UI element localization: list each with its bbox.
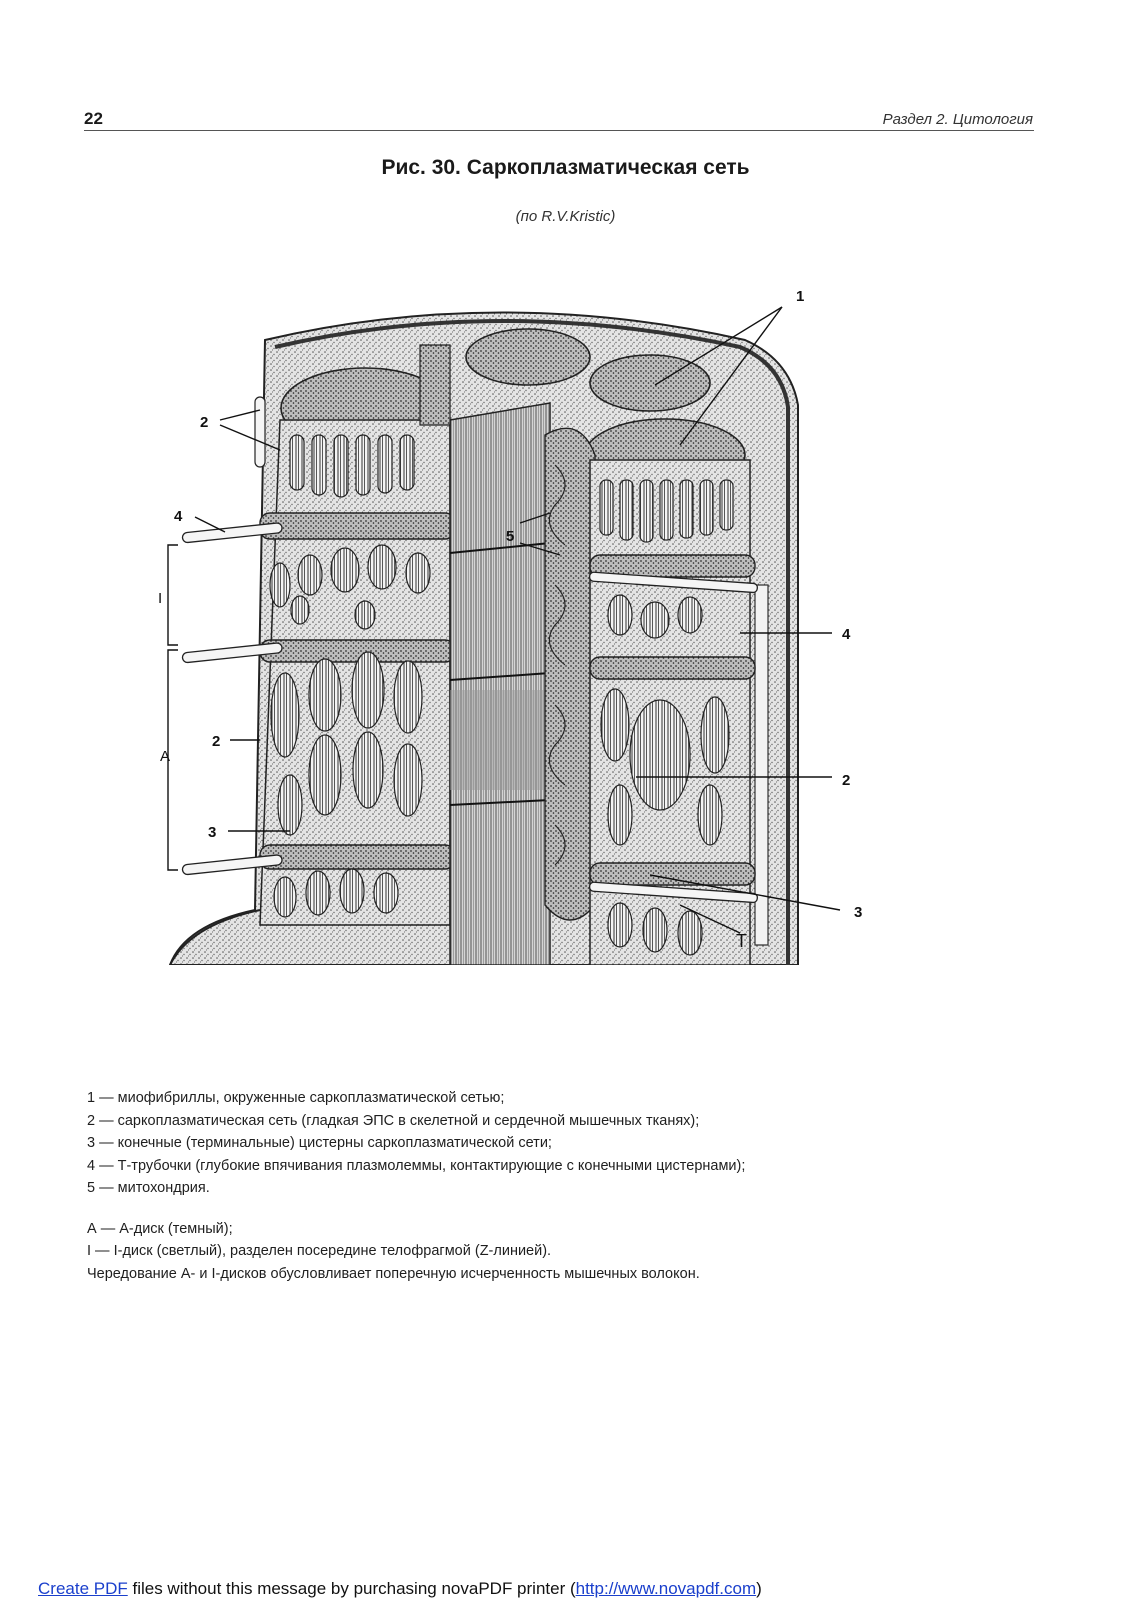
label-2-top: 2 [200,414,208,431]
legend-note: I — I-диск (светлый), разделен посередин… [87,1243,552,1259]
label-4-right: 4 [842,626,851,643]
label-I: I [158,590,162,607]
page-number: 22 [84,109,103,128]
label-4-left: 4 [174,508,183,525]
legend-item: 1 — миофибриллы, окруженные саркоплазмат… [87,1090,505,1106]
legend-item: 4 — Т-трубочки (глубокие впячивания плаз… [87,1157,746,1174]
legend-item: 2 — саркоплазматическая сеть (гладкая ЭП… [87,1112,700,1129]
legend-gap [87,1200,1047,1218]
footer-text-end: ) [756,1579,762,1598]
label-1: 1 [796,288,804,305]
legend-note: Чередование А- и I-дисков обусловливает … [87,1265,700,1282]
label-3-right: 3 [854,904,862,921]
label-2-right: 2 [842,772,850,789]
sarcoplasmic-reticulum-illustration: 1 2 4 5 4 2 2 3 3 A I T [150,285,890,995]
create-pdf-link[interactable]: Create PDF [38,1579,128,1598]
label-2-left: 2 [212,733,220,750]
label-T: T [736,931,747,951]
legend-note: А — А-диск (темный); [87,1220,233,1237]
figure-legend: 1 — миофибриллы, окруженные саркоплазмат… [87,1087,1047,1285]
section-title: Раздел 2. Цитология [882,111,1033,128]
footer-text: files without this message by purchasing… [127,1579,576,1598]
novapdf-url-link[interactable]: http://www.novapdf.com [575,1579,757,1598]
figure-title: Рис. 30. Саркоплазматическая сеть [381,156,750,179]
novapdf-footer: Create PDF files without this message by… [38,1579,762,1599]
label-3-left: 3 [208,824,216,841]
legend-item: 5 — митохондрия. [87,1180,210,1196]
legend-item: 3 — конечные (терминальные) цистерны сар… [87,1135,552,1151]
label-A: A [160,748,170,765]
header-rule [84,130,1034,131]
figure-credit: (по R.V.Kristic) [515,208,616,225]
label-5: 5 [506,528,514,545]
